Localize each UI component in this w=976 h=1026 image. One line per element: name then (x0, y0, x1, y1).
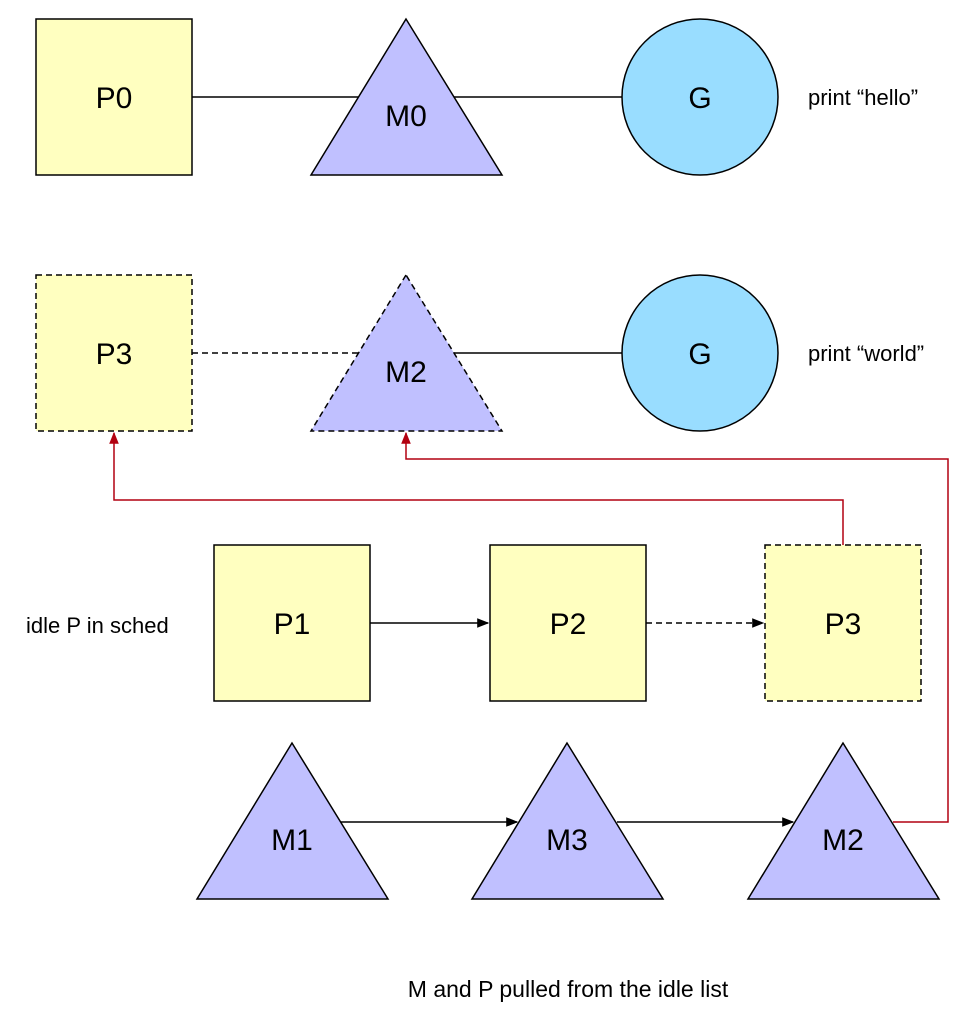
row1-action-label: print “hello” (808, 85, 918, 110)
idle-m-item-label: M2 (822, 824, 864, 857)
idle-p-item-label: P1 (274, 608, 311, 641)
idle-m-item-label: M3 (546, 824, 588, 857)
row2-goroutine-label: G (688, 338, 711, 371)
row2-machine-m2: M2 (309, 273, 504, 432)
idle-p-label: idle P in sched (26, 613, 169, 638)
idle-machine-m2: M2 (746, 741, 941, 900)
idle-m-item-label: M1 (271, 824, 313, 857)
row1-processor-label: P0 (96, 82, 133, 115)
pull-m2-arrow (401, 431, 949, 823)
idle-machine-m1: M1 (195, 741, 390, 900)
idle-machine-m3: M3 (470, 741, 665, 900)
pull-p3-arrow (109, 431, 844, 545)
row2-processor-p3: P3 (35, 274, 193, 432)
row1-processor-p0: P0 (35, 18, 193, 176)
row2-processor-label: P3 (96, 338, 133, 371)
row1-machine-m0: M0 (309, 17, 504, 176)
diagram-caption: M and P pulled from the idle list (408, 976, 729, 1002)
row1-machine-label: M0 (385, 100, 427, 133)
row2-action-label: print “world” (808, 341, 924, 366)
row2-machine-label: M2 (385, 356, 427, 389)
idle-processor-p1: P1 (213, 544, 371, 702)
row2-goroutine-g: G (621, 274, 779, 432)
idle-processor-p2: P2 (489, 544, 647, 702)
row1-goroutine-label: G (688, 82, 711, 115)
idle-processor-p3: P3 (764, 544, 922, 702)
row1-goroutine-g: G (621, 18, 779, 176)
idle-p-item-label: P2 (550, 608, 587, 641)
idle-p-item-label: P3 (825, 608, 862, 641)
